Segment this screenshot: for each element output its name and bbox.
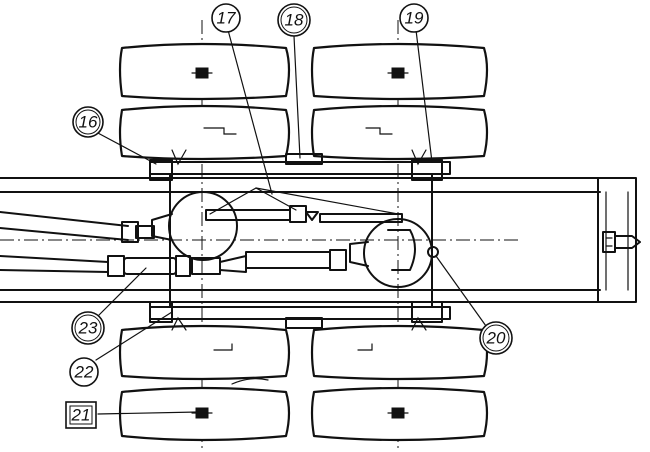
leader-lines xyxy=(95,29,487,415)
differential-housings xyxy=(151,191,439,288)
callout-22-label: 22 xyxy=(74,363,94,382)
callout-19-label: 19 xyxy=(405,9,424,28)
callout-19: 19 xyxy=(399,3,429,33)
callout-18-label: 18 xyxy=(285,11,304,30)
wheels-bottom xyxy=(118,324,489,442)
callout-23-label: 23 xyxy=(78,319,98,338)
callout-16: 16 xyxy=(72,106,104,138)
callout-17: 17 xyxy=(211,3,241,33)
callout-23: 23 xyxy=(71,311,105,345)
tire-bottom-inner-left xyxy=(118,324,291,381)
callout-22: 22 xyxy=(69,357,99,387)
callout-18: 18 xyxy=(277,3,311,37)
callout-20: 20 xyxy=(479,321,513,355)
callout-21: 21 xyxy=(65,401,97,429)
tire-top-inner-right xyxy=(310,104,489,161)
wheels-top xyxy=(118,42,489,161)
callout-21-label: 21 xyxy=(71,406,91,425)
propeller-shafts xyxy=(0,211,347,277)
callout-16-label: 16 xyxy=(79,113,98,132)
tire-top-inner-left xyxy=(118,104,291,161)
tire-bottom-inner-right xyxy=(310,324,489,381)
spring-brackets xyxy=(149,149,443,331)
link-rods xyxy=(205,187,403,223)
callout-17-label: 17 xyxy=(217,9,236,28)
callout-20-label: 20 xyxy=(486,329,506,348)
frame-rails xyxy=(0,177,641,303)
